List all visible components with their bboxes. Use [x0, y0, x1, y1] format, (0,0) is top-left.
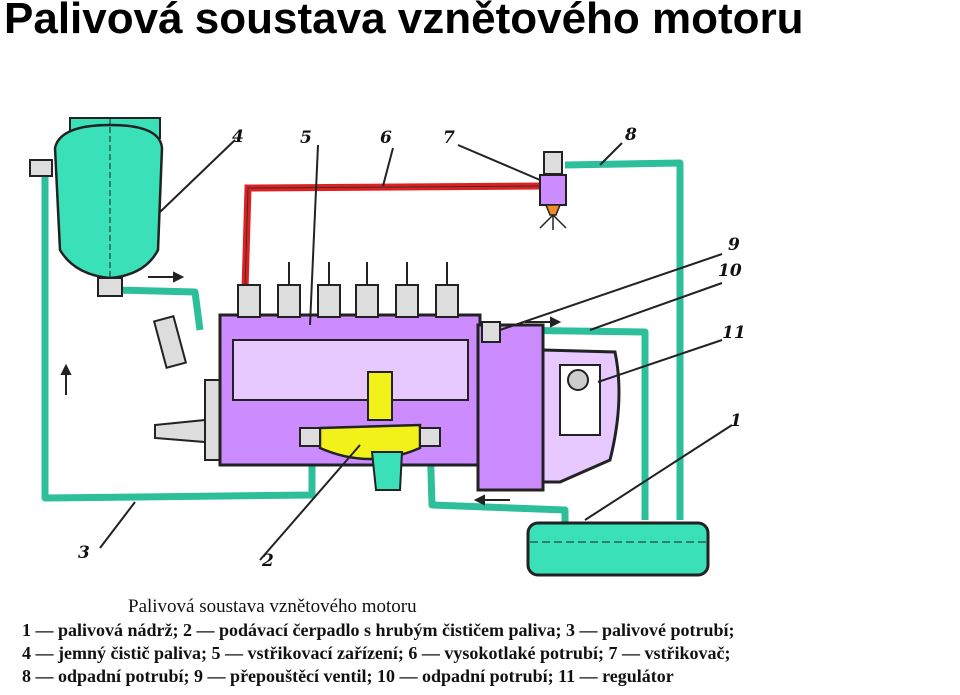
- caption-title: Palivová soustava vznětového motoru: [128, 596, 417, 617]
- overflow-valve-9: [481, 321, 501, 343]
- filter-outlet-pipe: [114, 286, 204, 331]
- legend-line: 1 — palivová nádrž; 2 — podávací čerpadl…: [22, 620, 735, 640]
- callout-1: 1: [730, 411, 742, 431]
- delivery-valves: [237, 284, 459, 318]
- hand-primer: [152, 315, 188, 369]
- flow-arrows: [60, 271, 562, 506]
- callout-11: 11: [722, 323, 746, 343]
- feed-pump-2: [299, 371, 441, 491]
- callout-2: 2: [261, 551, 274, 571]
- injection-pump-5: [154, 262, 545, 492]
- callout-4: 4: [232, 127, 244, 147]
- return-line-8: [564, 159, 684, 520]
- callout-7: 7: [443, 128, 455, 148]
- callout-10: 10: [718, 261, 742, 281]
- governor-11: [541, 348, 621, 484]
- outlet-arrows: [288, 262, 448, 285]
- callout-3: 3: [78, 543, 90, 563]
- fuel-line-3: [426, 439, 569, 530]
- return-line-10: [497, 326, 649, 520]
- callout-9: 9: [728, 235, 740, 255]
- fuel-system-diagram: 1 2 3 4 5 6 7 8 9 10 11: [29, 117, 746, 577]
- fuel-tank-1: [526, 521, 710, 577]
- legend-line: 4 — jemný čistič paliva; 5 — vstřikovací…: [22, 643, 731, 663]
- injector-7: [539, 151, 567, 230]
- page-title: Palivová soustava vznětového motoru: [4, 0, 804, 43]
- fuel-filter-4: [29, 117, 164, 297]
- callout-6: 6: [380, 128, 392, 148]
- leader-lines: [99, 139, 733, 561]
- callout-5: 5: [300, 128, 312, 148]
- low-pressure-pipes: [41, 159, 684, 530]
- fuel-line-3-return: [41, 175, 316, 502]
- legend-line: 8 — odpadní potrubí; 9 — přepouštěcí ven…: [22, 666, 674, 686]
- callout-8: 8: [624, 125, 637, 145]
